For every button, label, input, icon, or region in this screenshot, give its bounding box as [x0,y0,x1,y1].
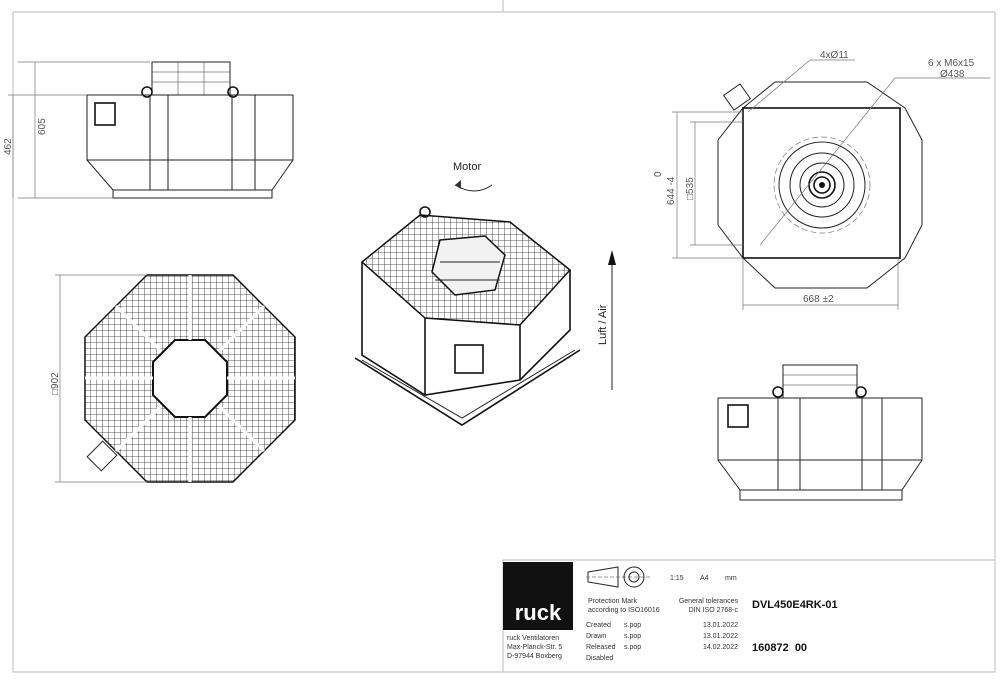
dim-tol-upper: 0 [653,171,664,177]
front-view: 605 462 [3,61,294,199]
dim-holes: 4xØ11 [820,50,849,61]
history-row: Created s.pop 13.01.2022 [586,622,738,629]
dim-bolt-circle: Ø438 [940,69,965,80]
dim-535: □535 [685,177,696,200]
dim-902: □902 [50,372,61,395]
isometric-view: Motor Luft / Air [354,161,616,426]
history-row: Disabled [586,655,613,662]
scale: 1:15 [670,575,684,582]
tolerances-standard: DIN ISO 2768-c [689,607,739,614]
drawing-number: 160872 00 [752,642,807,654]
air-direction-label: Luft / Air [597,304,609,345]
history-row: Drawn s.pop 13.01.2022 [586,633,738,640]
title-block: ruck ruck Ventilatoren Max-Planck-Str. 5… [502,559,996,673]
dim-644: 644 -4 [666,176,677,205]
svg-text:s.pop: s.pop [624,622,641,629]
dim-668: 668 ±2 [803,294,834,305]
plan-view: 4xØ11 6 x M6x15 Ø438 0 644 -4 □535 668 ±… [653,50,990,310]
svg-text:Released: Released [586,644,616,651]
svg-text:s.pop: s.pop [624,633,641,640]
svg-text:14.02.2022: 14.02.2022 [703,644,738,651]
history-row: Released s.pop 14.02.2022 [586,644,738,651]
side-view [717,364,923,501]
svg-text:Created: Created [586,622,611,629]
dim-screws: 6 x M6x15 [928,58,975,69]
top-view: □902 [50,274,296,483]
dim-462: 462 [3,138,14,155]
dim-605: 605 [37,118,48,135]
svg-text:s.pop: s.pop [624,644,641,651]
protection-standard: according to ISO16016 [588,607,660,614]
company-street: Max-Planck-Str. 5 [507,644,562,651]
protection-mark: Protection Mark [588,598,638,605]
company-city: D-97944 Boxberg [507,653,562,660]
paper-format: A4 [700,575,709,582]
svg-text:Drawn: Drawn [586,633,606,640]
svg-text:13.01.2022: 13.01.2022 [703,622,738,629]
logo-text: ruck [515,600,562,625]
svg-text:Disabled: Disabled [586,655,613,662]
company-name: ruck Ventilatoren [507,635,559,642]
motor-label: Motor [453,161,481,173]
projection-symbol-icon [586,566,650,588]
unit: mm [725,575,737,582]
ruck-logo [503,562,573,630]
model-number: DVL450E4RK-01 [752,599,838,611]
svg-text:13.01.2022: 13.01.2022 [703,633,738,640]
tolerances-label: General tolerances [679,598,739,605]
